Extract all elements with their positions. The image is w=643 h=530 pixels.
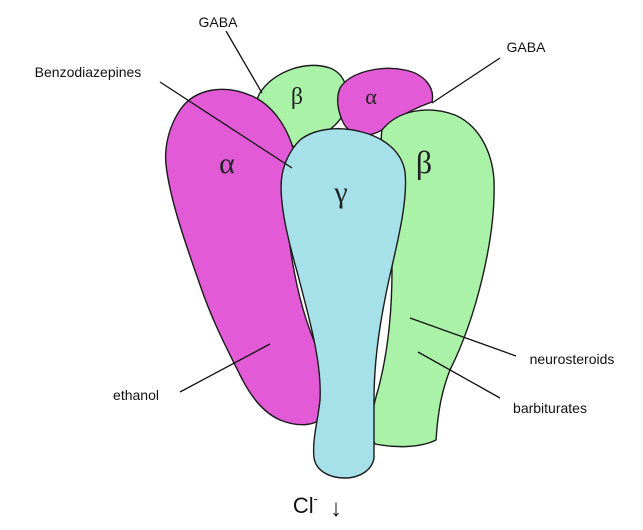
- gaba-right-label: GABA: [507, 39, 547, 55]
- gaba-top-leader: [226, 31, 262, 93]
- chloride-symbol: Cl: [293, 493, 314, 518]
- gaba-right-leader: [432, 58, 500, 103]
- alpha-back-letter: α: [365, 84, 377, 109]
- chloride-arrow-icon: ↓: [330, 495, 342, 522]
- gamma-letter: γ: [333, 176, 347, 209]
- chloride-charge: -: [314, 491, 318, 506]
- benzodiazepines-label: Benzodiazepines: [35, 64, 142, 80]
- barbiturates-label: barbiturates: [513, 400, 587, 416]
- alpha-front-letter: α: [219, 147, 235, 180]
- gaba-top-label: GABA: [199, 14, 239, 30]
- chloride-ion-label: Cl-: [293, 491, 318, 518]
- neurosteroids-label: neurosteroids: [530, 351, 615, 367]
- ethanol-label: ethanol: [113, 387, 159, 403]
- beta-front-letter: β: [416, 144, 432, 180]
- beta-back-letter: β: [291, 84, 303, 110]
